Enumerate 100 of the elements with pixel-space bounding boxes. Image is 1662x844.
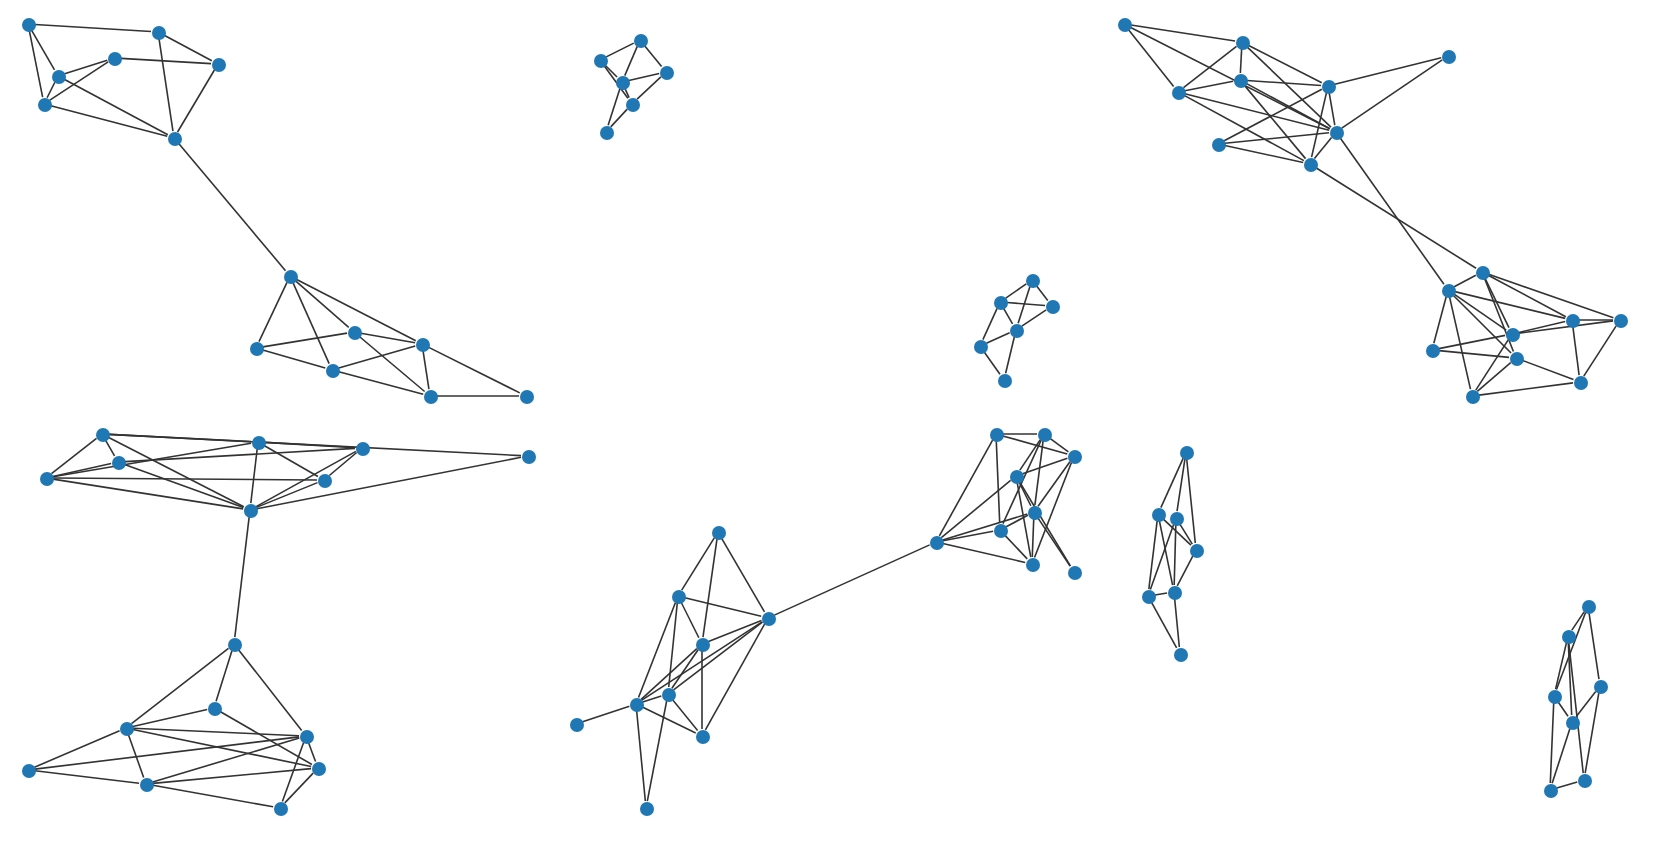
edge-line xyxy=(1588,612,1600,680)
edge-line xyxy=(1173,524,1177,586)
graph-node xyxy=(151,25,165,39)
graph-node xyxy=(997,373,1011,387)
edge-line xyxy=(34,770,140,784)
edge-line xyxy=(667,602,679,688)
graph-node xyxy=(227,637,241,651)
edge-line xyxy=(360,332,416,344)
edge-line xyxy=(1549,702,1555,784)
edge-line xyxy=(1018,481,1032,507)
edge-line xyxy=(1034,440,1044,506)
edge-line xyxy=(1243,84,1307,160)
graph-node xyxy=(659,65,673,79)
edge-line xyxy=(1162,518,1192,546)
edge-line xyxy=(1176,555,1194,587)
graph-node xyxy=(973,339,987,353)
graph-node xyxy=(1009,469,1023,483)
edge-line xyxy=(234,516,250,638)
edge-line xyxy=(108,433,522,457)
edge-line xyxy=(671,649,699,689)
edge-line xyxy=(1017,285,1031,325)
edge-line xyxy=(1571,611,1585,631)
graph-node xyxy=(355,441,369,455)
edge-line xyxy=(63,59,109,75)
edge-line xyxy=(132,708,208,728)
edge-line xyxy=(1245,82,1331,130)
edge-line xyxy=(1476,361,1512,393)
edge-line xyxy=(34,23,152,33)
graph-node xyxy=(21,17,35,31)
edge-line xyxy=(1334,56,1442,86)
edge-line xyxy=(1224,131,1330,145)
edge-line xyxy=(1001,435,1069,455)
edge-line xyxy=(684,596,762,618)
edge-line xyxy=(1438,334,1506,350)
edge-line xyxy=(123,463,245,509)
graph-node xyxy=(107,51,121,65)
edge-line xyxy=(940,479,1012,539)
graph-node xyxy=(51,69,65,83)
edge-line xyxy=(261,349,327,369)
edge-line xyxy=(1035,284,1049,302)
graph-node xyxy=(599,125,613,139)
edge-line xyxy=(1002,439,1042,525)
graph-node xyxy=(929,535,943,549)
graph-node xyxy=(1171,85,1185,99)
graph-node xyxy=(569,717,583,731)
graph-node xyxy=(1173,647,1187,661)
edge-line xyxy=(34,736,300,770)
edge-line xyxy=(1567,642,1585,774)
edge-line xyxy=(1127,28,1175,88)
graph-node xyxy=(1235,35,1249,49)
edge-line xyxy=(637,601,677,699)
edge-line xyxy=(635,710,647,802)
graph-node xyxy=(207,701,221,715)
graph-node xyxy=(633,33,647,47)
edge-line xyxy=(177,142,287,272)
edge-line xyxy=(1148,520,1158,590)
edge-line xyxy=(672,621,764,691)
edge-line xyxy=(581,705,631,723)
edge-line xyxy=(1004,336,1016,374)
edge-line xyxy=(1160,457,1184,509)
edge-line xyxy=(623,45,639,77)
graph-node xyxy=(695,729,709,743)
edge-line xyxy=(1021,457,1069,475)
edge-line xyxy=(1315,166,1477,270)
graph-node xyxy=(1565,715,1579,729)
edge-line xyxy=(28,30,44,98)
edge-line xyxy=(1158,520,1174,586)
graph-node xyxy=(21,763,35,777)
graph-node xyxy=(625,97,639,111)
edge-line xyxy=(294,279,350,329)
edge-line xyxy=(1246,46,1332,128)
edge-line xyxy=(1454,290,1566,320)
edge-line xyxy=(1555,611,1587,691)
edge-line xyxy=(1448,296,1472,390)
edge-line xyxy=(1475,339,1509,391)
graph-node xyxy=(1543,783,1557,797)
graph-node xyxy=(325,363,339,377)
graph-node xyxy=(139,777,153,791)
edge-line xyxy=(995,440,1001,524)
edge-line xyxy=(1575,690,1597,718)
graph-node xyxy=(1475,265,1489,279)
edge-line xyxy=(1572,326,1580,376)
graph-node xyxy=(1179,445,1193,459)
edge-line xyxy=(1452,293,1508,331)
graph-node xyxy=(1581,599,1595,613)
edge-line xyxy=(702,538,718,638)
graph-node xyxy=(615,75,629,89)
graph-node xyxy=(711,525,725,539)
edge-line xyxy=(358,335,426,393)
edge-line xyxy=(1004,534,1028,560)
edge-line xyxy=(1150,601,1178,649)
edge-line xyxy=(422,350,430,390)
edge-line xyxy=(46,81,56,99)
graph-node xyxy=(1117,17,1131,31)
edge-line xyxy=(292,281,330,365)
edge-line xyxy=(1018,481,1072,567)
graph-node xyxy=(243,503,257,517)
edge-line xyxy=(104,439,116,457)
edge-line xyxy=(680,601,700,639)
edge-line xyxy=(158,38,174,132)
